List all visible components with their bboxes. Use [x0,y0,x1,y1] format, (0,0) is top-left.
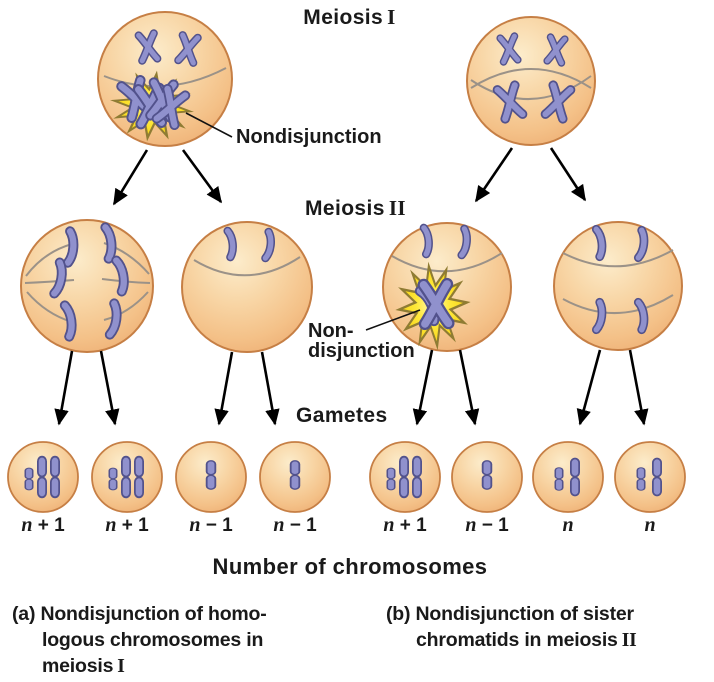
count-label-3: n − 1 [189,514,233,536]
spindle-fibers [193,256,301,277]
gamete-n [614,441,686,513]
arrow [474,147,514,203]
gamete-n-plus-1 [91,441,163,513]
count-label-6: n − 1 [465,514,509,536]
gamete-n [532,441,604,513]
cell [20,219,154,353]
meiosis2-cell-1 [20,219,154,353]
caption-b: (b) Nondisjunction of sister chromatids … [386,601,637,654]
meiosis2-cell-4 [553,221,683,351]
arrow [181,149,223,204]
cell [181,221,313,353]
gamete-n-minus-1 [175,441,247,513]
arrow [458,349,480,426]
gamete-n-plus-1 [369,441,441,513]
count-label-5: n + 1 [383,514,427,536]
count-label-7: n [562,514,574,536]
arrow [412,349,434,426]
meiosis1-word: Meiosis [303,6,384,29]
leader-line [185,112,233,138]
nondisjunction-meiosis2-line2: disjunction [308,340,415,362]
count-label-1: n + 1 [21,514,65,536]
gamete-cells [7,441,686,513]
meiosis1-numeral: I [387,5,396,29]
chromosome [228,230,234,257]
meiosis1-cell-right [466,16,596,146]
arrow [99,350,120,426]
arrow [214,351,234,426]
leader-line [365,309,421,331]
arrow [576,349,602,426]
nondisjunction-meiosis2-label: Non- disjunction [308,321,415,361]
number-of-chromosomes-label: Number of chromosomes [212,554,488,579]
chromosome [105,227,113,259]
nondisjunction-meiosis1-label: Nondisjunction [236,126,382,148]
chromosome [462,229,468,256]
meiosis2-word: Meiosis [305,197,385,220]
caption-a-line2: logous chromosomes in [42,629,264,651]
arrow [260,351,280,426]
count-label-2: n + 1 [105,514,149,536]
caption-a: (a) Nondisjunction of homo- logous chrom… [12,601,267,680]
chromosome [424,228,430,255]
arrow [112,149,149,206]
count-label-4: n − 1 [273,514,317,536]
meiosis1-cell-left [97,11,233,147]
gamete-n-minus-1 [259,441,331,513]
arrow [54,350,74,426]
gametes-label: Gametes [296,404,388,427]
gamete-n-minus-1 [451,441,523,513]
nondisjunction-meiosis2-line1: Non- [308,320,354,342]
arrow [549,147,587,202]
meiosis2-cell-2 [181,221,313,353]
spindle-fibers [562,294,674,314]
cell [466,16,596,146]
caption-b-line1: (b) Nondisjunction of sister [386,603,634,625]
cell [553,221,683,351]
arrows-meiosis1-to-meiosis2 [112,147,587,206]
spindle-fibers [470,68,592,89]
meiosis2-numeral: II [388,196,406,220]
arrows-meiosis2-to-gametes [54,349,649,426]
caption-a-line1: (a) Nondisjunction of homo- [12,603,267,625]
gamete-n-plus-1 [7,441,79,513]
chromosome [68,231,75,263]
meiosis2-cell-3 [382,222,512,352]
count-label-8: n [644,514,656,536]
spindle-fibers [562,249,674,268]
arrow [628,349,649,426]
spindle-fibers [470,75,592,100]
